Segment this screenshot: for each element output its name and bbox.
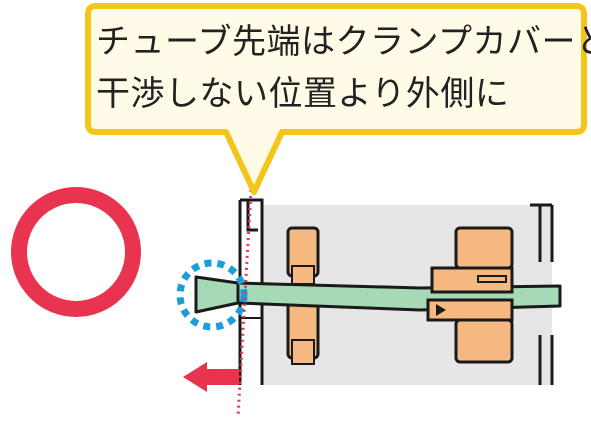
callout-line-1: チューブ先端はクランプカバーと	[96, 22, 591, 62]
tube-end-highlight-ring	[176, 259, 248, 331]
guide-line	[236, 189, 253, 418]
correct-circle-icon	[11, 187, 141, 317]
right-clamp-cover	[426, 226, 514, 364]
right-housing	[530, 203, 554, 385]
callout-bubble	[85, 3, 587, 195]
left-arrow-icon	[183, 362, 239, 392]
left-clamp-upper	[286, 226, 320, 285]
callout-line-2: 干渉しない位置より外側に	[96, 74, 510, 114]
left-clamp-lower	[286, 298, 320, 365]
tube-end-flare	[194, 275, 240, 314]
